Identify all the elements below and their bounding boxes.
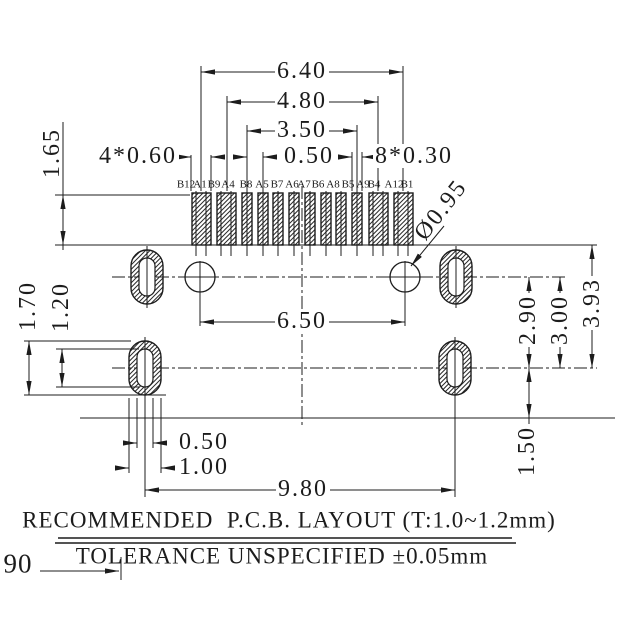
dim-pad-pitch: 0.50 xyxy=(282,143,336,169)
dim-oval-row-spacing: 2.90 xyxy=(515,293,541,347)
dim-pad-row-spacing: 3.93 xyxy=(579,276,605,330)
dim-edge-offset: 1.50 xyxy=(514,424,540,478)
pin-label-a6: A6 xyxy=(285,178,299,191)
dim-wide-pad-width: 4*0.60 xyxy=(97,143,179,169)
dim-oval-pad-height: 1.70 xyxy=(15,281,41,331)
dim-inner-wide-span: 4.80 xyxy=(275,88,329,114)
dim-slot-height: 1.20 xyxy=(48,282,74,332)
pad-wide-a12b1 xyxy=(393,192,414,246)
dim-outer-pad-span: 6.40 xyxy=(275,58,329,84)
dim-slot-width: 0.50 xyxy=(177,429,231,455)
pin-label-b5: B5 xyxy=(341,178,355,191)
pin-label-b6: B6 xyxy=(311,178,325,191)
pad-wide-b12a1 xyxy=(191,192,212,246)
tolerance-note: TOLERANCE UNSPECIFIED ±0.05mm xyxy=(75,543,489,569)
pin-label-a12: A12 xyxy=(384,178,404,191)
pad-wide-a9b4 xyxy=(368,192,389,246)
dim-hole-spacing: 6.50 xyxy=(275,308,329,334)
pin-label-b1: B1 xyxy=(400,178,414,191)
pin-label-a8: A8 xyxy=(326,178,340,191)
oval-slots xyxy=(128,249,473,396)
dim-mount-spacing: 9.80 xyxy=(276,476,330,502)
pin-label-a5: A5 xyxy=(255,178,269,191)
dim-pad-length: 1.65 xyxy=(39,128,65,178)
pad-wide-b9a4 xyxy=(216,192,237,246)
pin-label-b4: B4 xyxy=(367,178,381,191)
dim-slot-pad-width: 1.00 xyxy=(177,454,231,480)
pin-label-a7: A7 xyxy=(297,178,311,191)
pin-label-b7: B7 xyxy=(270,178,284,191)
pin-label-a1: A1 xyxy=(193,178,207,191)
corner-ref: 90 xyxy=(3,548,33,579)
dim-hole-row-spacing: 3.00 xyxy=(547,293,573,347)
pin-label-a9: A9 xyxy=(356,178,370,191)
pin-label-b8: B8 xyxy=(239,178,253,191)
title-note: RECOMMENDED P.C.B. LAYOUT (T:1.0~1.2mm) xyxy=(22,507,556,533)
pin-label-b9: B9 xyxy=(207,178,221,191)
extension-lines xyxy=(24,66,615,580)
dim-narrow-pad-width: 8*0.30 xyxy=(373,143,455,169)
pin-label-a4: A4 xyxy=(221,178,235,191)
pin-label-b12: B12 xyxy=(176,178,196,191)
dim-narrow-pad-span: 3.50 xyxy=(275,117,329,143)
